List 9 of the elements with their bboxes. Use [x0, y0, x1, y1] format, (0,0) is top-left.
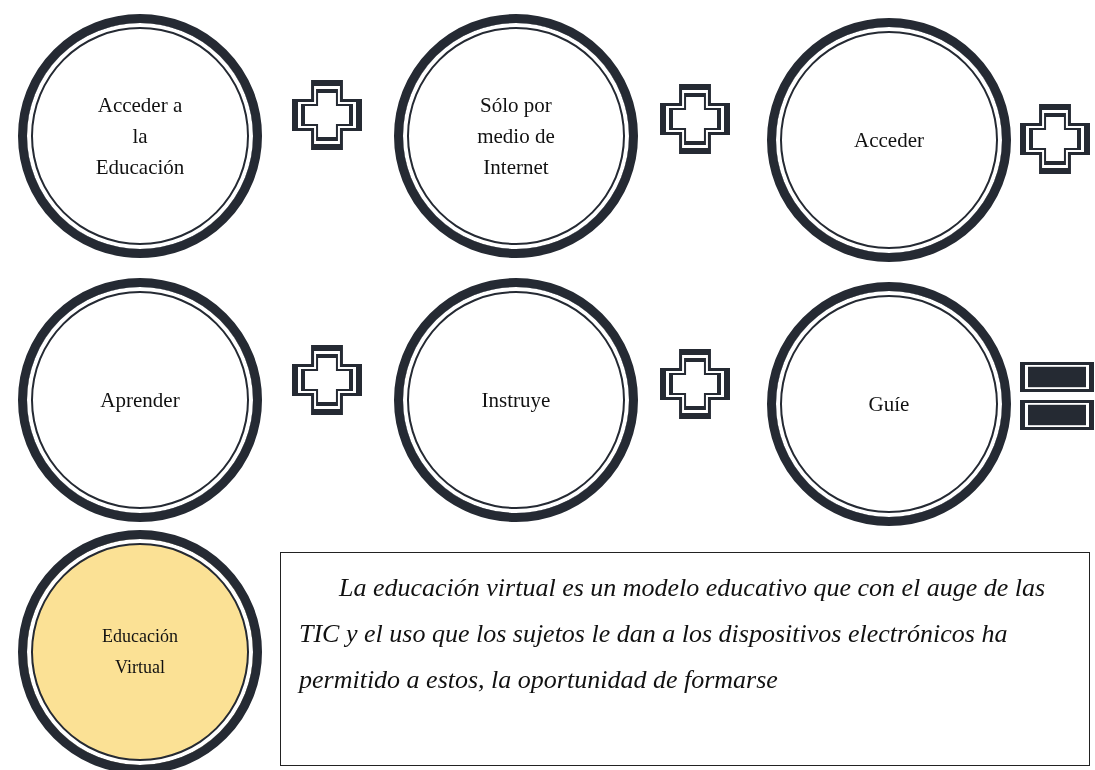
node-label: Acceder a la Educación [94, 91, 186, 181]
text-box [280, 552, 1090, 766]
paragraph: La educación virtual es un modelo educativo que con el auge de las TIC y el uso que los sujetos le dan a los dispositivos electrónicos ha permitido a estos, la oportunidad de formarse [299, 572, 1047, 696]
node-label: Sólo por medio de Internet [476, 91, 556, 181]
node-label: Acceder [853, 126, 925, 154]
node-label: Aprender [99, 386, 181, 414]
node-label: Guíe [867, 390, 911, 418]
node-label: Instruye [480, 386, 552, 414]
node-label: Educación Virtual [101, 625, 179, 679]
